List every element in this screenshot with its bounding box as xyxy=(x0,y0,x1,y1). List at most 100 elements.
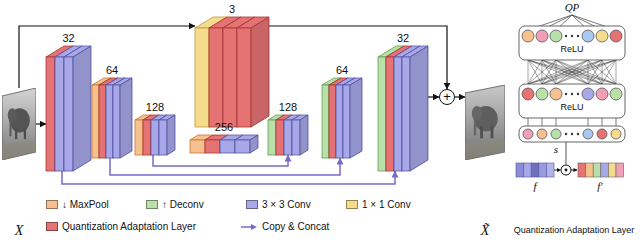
ellipsis-dot xyxy=(577,93,579,95)
image-label: X̃ xyxy=(481,223,490,238)
elephant-head xyxy=(8,108,17,122)
slab-shade xyxy=(300,115,308,155)
slab-front xyxy=(159,120,167,155)
activation-label: ReLU xyxy=(560,45,583,55)
legend-text: ↑ Deconv xyxy=(162,199,204,210)
feature-cell xyxy=(586,163,594,177)
feature-map-stack xyxy=(195,17,269,127)
feature-cell xyxy=(578,163,586,177)
feature-label: f′ xyxy=(597,180,602,192)
neuron xyxy=(551,129,561,139)
dense-line xyxy=(602,60,616,84)
channel-count: 64 xyxy=(336,64,348,76)
feature-cell xyxy=(531,163,539,177)
layer-box xyxy=(519,126,625,142)
slab-front xyxy=(237,28,251,127)
legend-arrowhead xyxy=(251,224,257,230)
legend-text: 3 × 3 Conv xyxy=(262,199,311,210)
slab-front xyxy=(220,140,235,153)
dense-line xyxy=(588,60,602,84)
feature-map-stack xyxy=(190,135,258,153)
dense-line xyxy=(588,60,589,84)
feature-map-stack xyxy=(46,46,91,171)
neuron xyxy=(610,88,622,100)
ground xyxy=(465,139,505,160)
slab-side xyxy=(73,46,91,171)
legend-text: Copy & Concat xyxy=(262,221,329,232)
ellipsis-dot xyxy=(565,35,567,37)
neuron xyxy=(523,129,533,139)
multiply-dot xyxy=(565,169,568,172)
neuron xyxy=(597,129,607,139)
neuron xyxy=(583,129,593,139)
slab-front xyxy=(235,140,250,153)
slab-shade xyxy=(350,78,362,158)
slab-front xyxy=(284,120,292,155)
legend-item: 3 × 3 Conv xyxy=(246,199,311,210)
data-flow-arrow xyxy=(455,96,465,97)
legend-line xyxy=(241,226,252,228)
feature-map-stack xyxy=(322,78,362,158)
channel-count: 3 xyxy=(229,3,235,15)
feature-cell xyxy=(601,163,609,177)
slab-side xyxy=(167,115,175,155)
feature-cell xyxy=(608,163,616,177)
sum-node: + xyxy=(439,89,455,105)
slab-shade xyxy=(151,115,159,155)
slab-front xyxy=(276,120,284,155)
legend-swatch xyxy=(146,200,158,209)
elephant-leg xyxy=(15,128,17,140)
link-line xyxy=(556,118,557,126)
ellipsis-dot xyxy=(565,93,567,95)
dense-line xyxy=(528,60,616,84)
legend-line-sample xyxy=(240,223,258,231)
feature-map-stack xyxy=(92,78,132,158)
data-flow-arrow xyxy=(428,96,439,97)
neuron xyxy=(550,30,562,42)
dense-line xyxy=(556,60,557,84)
slab-front xyxy=(268,120,276,155)
arrowhead xyxy=(557,168,561,172)
slab-shade xyxy=(55,46,73,171)
slab-front xyxy=(223,28,237,127)
legend-item: ↓ MaxPool xyxy=(46,199,109,210)
scale-label: s xyxy=(554,143,558,155)
slab-front xyxy=(113,85,120,158)
feature-block: 64 xyxy=(322,78,362,158)
dense-line xyxy=(556,60,616,84)
slab-front xyxy=(386,57,394,171)
slab-front xyxy=(92,85,99,158)
panel-caption: Quantization Adaptation Layer xyxy=(514,226,635,236)
elephant-leg xyxy=(480,126,483,138)
link-line xyxy=(588,118,589,126)
parameter-label: QP xyxy=(565,1,580,13)
slab-side xyxy=(292,115,300,155)
slab-front xyxy=(205,140,220,153)
layer-box xyxy=(519,84,625,118)
feature-block: 256 xyxy=(190,135,258,153)
ground xyxy=(2,140,36,160)
slab-front xyxy=(378,57,386,171)
slab-shade xyxy=(284,115,292,155)
link-line xyxy=(616,118,617,126)
neuron xyxy=(522,30,534,42)
channel-count: 32 xyxy=(397,32,409,44)
slab-shade xyxy=(73,46,91,171)
slab-front xyxy=(99,85,106,158)
slab-side xyxy=(284,115,292,155)
feature-map-stack xyxy=(135,115,175,155)
data-flow-arrow xyxy=(19,26,195,88)
neuron xyxy=(536,88,548,100)
neuron xyxy=(596,88,608,100)
image-node: X̃ xyxy=(465,85,505,238)
legend-text: Quantization Adaptation Layer xyxy=(62,221,196,232)
feature-block: 3 xyxy=(195,17,269,127)
dense-line xyxy=(588,60,616,84)
slab-shade xyxy=(394,46,412,171)
ellipsis-dot xyxy=(577,133,579,135)
multiply-symbol xyxy=(561,165,571,175)
slab-side xyxy=(386,46,404,171)
elephant-leg xyxy=(24,128,26,140)
layer-box xyxy=(519,26,625,60)
slab-shade xyxy=(276,115,284,155)
